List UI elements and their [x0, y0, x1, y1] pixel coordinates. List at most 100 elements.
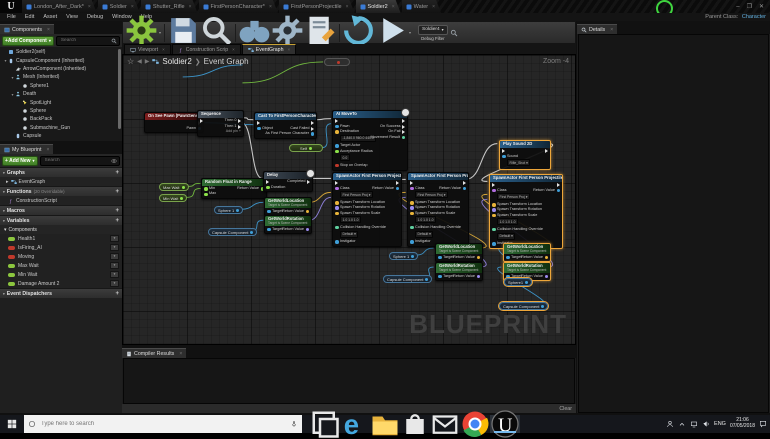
section-event-dispatchers[interactable]: ▾Event Dispatchers+	[0, 288, 122, 299]
pin[interactable]: Instigator	[410, 239, 445, 244]
visibility-toggle[interactable]: ▾	[110, 244, 119, 252]
tab-close-icon[interactable]: ×	[391, 3, 395, 10]
pin[interactable]	[410, 181, 445, 186]
add-icon[interactable]: +	[115, 169, 119, 176]
pin[interactable]: Duration	[266, 185, 285, 190]
debug-target-dropdown[interactable]: Soldier4 ▾	[418, 24, 448, 35]
chevron-down-icon[interactable]: ▾	[159, 30, 162, 35]
editor-tab-soldier[interactable]: Soldier×	[98, 0, 140, 13]
pin-value-field[interactable]: 1.0 1.0 1.0	[415, 216, 437, 224]
pin[interactable]: As First Person Character	[265, 131, 314, 136]
clear-button[interactable]: Clear	[559, 405, 572, 412]
graph-tab-viewport[interactable]: Viewport×	[124, 44, 171, 54]
get-capsule-b[interactable]: Capsule Component	[383, 275, 433, 283]
pin-value-field[interactable]: Default ▾	[497, 232, 516, 240]
pin[interactable]: Stop on Overlap	[335, 163, 371, 168]
pin[interactable]: Instigator	[335, 239, 375, 244]
pin[interactable]: Target	[438, 274, 454, 279]
pin[interactable]: Collision Handling Override	[335, 225, 386, 230]
variable-health1[interactable]: Health1▾	[0, 234, 122, 244]
pin[interactable]: Spawn Transform Location	[492, 202, 542, 207]
chevron-down-icon[interactable]: ▾	[409, 30, 412, 35]
pin[interactable]: Return Value	[453, 274, 480, 279]
menu-window[interactable]: Window	[112, 14, 132, 20]
pin-value-field[interactable]: -1,840.0 960.0 440.0	[340, 134, 377, 142]
tab-my-blueprint[interactable]: My Blueprint ×	[0, 144, 54, 155]
pin[interactable]: Return Value	[439, 186, 466, 191]
pin[interactable]: Return Value	[533, 188, 560, 193]
pin[interactable]: Destination	[335, 129, 371, 134]
pin[interactable]: Target	[267, 227, 283, 232]
pin[interactable]	[557, 183, 560, 188]
parent-class-link[interactable]: Character	[741, 14, 766, 20]
pin[interactable]: Sound	[502, 154, 530, 159]
pin-value-field[interactable]: 1.0 1.0 1.0	[497, 218, 519, 226]
editor-tab-shutter-rifle[interactable]: Shutter_Rifle×	[141, 0, 198, 13]
component-spotlight[interactable]: SpotLight	[0, 98, 122, 106]
maximize-button[interactable]: ❐	[746, 4, 752, 10]
close-icon[interactable]: ×	[47, 26, 50, 33]
on-see-pawn-event[interactable]: On See Pawn (PawnSensing)Pawn	[144, 112, 204, 134]
eye-icon[interactable]	[111, 158, 117, 164]
pin-value-field[interactable]: Rifle_Shot ▾	[507, 159, 531, 167]
tab-close-icon[interactable]: ×	[268, 3, 272, 10]
expander-icon[interactable]: ▾	[11, 91, 14, 97]
pin[interactable]: On Success	[380, 124, 405, 129]
taskbar-app-edge[interactable]: e	[340, 409, 370, 439]
add-icon[interactable]: +	[115, 188, 119, 195]
people-icon[interactable]	[666, 420, 674, 428]
get-sphere1-b[interactable]: Sphere 1	[389, 252, 419, 260]
component-mesh-inherited[interactable]: ▾Mesh (Inherited)	[0, 73, 122, 81]
expander-icon[interactable]: ▾	[11, 74, 14, 80]
tab-close-icon[interactable]: ×	[345, 3, 349, 10]
section-graphs[interactable]: ▾Graphs+	[0, 167, 122, 178]
get-sphere1-a[interactable]: Sphere 1	[214, 206, 244, 214]
breadcrumb-leaf[interactable]: Event Graph	[203, 57, 249, 66]
pin[interactable]: Then 0	[225, 118, 241, 124]
pin[interactable]: Cast Failed	[290, 126, 314, 131]
tab-close-icon[interactable]: ×	[432, 3, 436, 10]
visibility-toggle[interactable]: ▾	[110, 262, 119, 270]
taskbar-app-taskview[interactable]	[310, 411, 340, 438]
get-sphere1-c[interactable]: Sphere1	[504, 278, 533, 286]
add-icon[interactable]: +	[115, 290, 119, 297]
pin[interactable]: Return Value	[453, 255, 480, 260]
pin[interactable]: Spawn Transform Location	[335, 200, 385, 205]
tab-compiler-results[interactable]: Compiler Results ×	[122, 348, 187, 358]
add-icon[interactable]: +	[115, 217, 119, 224]
scrollbar[interactable]	[118, 49, 121, 129]
pin[interactable]: Return Value	[282, 209, 309, 214]
get-capsule-c[interactable]: Capsule Component	[499, 302, 549, 310]
menu-debug[interactable]: Debug	[86, 14, 104, 20]
close-button[interactable]: ✕	[758, 4, 764, 10]
pin[interactable]: Return Value	[237, 186, 264, 191]
section-functions[interactable]: ▾Functions(20 Overridable)+	[0, 186, 122, 197]
network-icon[interactable]	[690, 420, 698, 428]
pin[interactable]: Max	[204, 192, 216, 197]
variable-max-wait[interactable]: Max Wait▾	[0, 261, 122, 271]
taskbar-app-store[interactable]	[400, 414, 430, 434]
section-variables[interactable]: ▾Variables+	[0, 215, 122, 226]
close-icon[interactable]: ×	[232, 47, 235, 52]
pin[interactable]	[257, 121, 270, 126]
pin-label[interactable]: Add pin +	[225, 129, 241, 134]
pin[interactable]: Target	[506, 255, 522, 260]
pin[interactable]: Spawn Transform Scale	[492, 213, 537, 218]
pin[interactable]: Min	[204, 186, 216, 191]
my-blueprint-search-input[interactable]	[42, 157, 111, 165]
search-icon[interactable]	[450, 29, 458, 37]
tab-close-icon[interactable]: ×	[87, 3, 91, 10]
pin[interactable]: Then 1	[225, 124, 241, 129]
pin[interactable]: Return Value	[282, 227, 309, 232]
pin[interactable]: On Fail	[388, 129, 405, 135]
